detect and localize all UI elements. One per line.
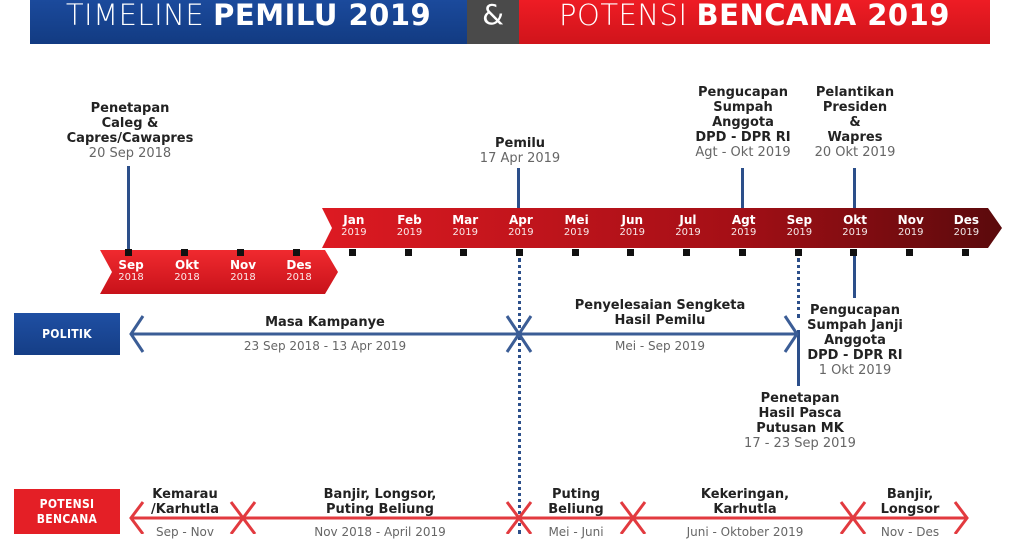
dotted-line-september	[797, 258, 800, 318]
event-date: Agt - Okt 2019	[695, 145, 791, 160]
tick-apr-2019	[516, 249, 523, 256]
connector-line-okt	[853, 256, 856, 298]
bencana-segment-banjir: Banjir,Longsor	[880, 487, 940, 517]
title-timeline-pemilu: TIMELINE PEMILU 2019	[30, 0, 467, 44]
event-penetapan-caleg: Penetapan Caleg & Capres/Cawapres 20 Sep…	[55, 101, 205, 161]
connector-line	[127, 166, 130, 252]
title-right-bold: BENCANA 2019	[696, 0, 950, 32]
bencana-segment-date: Sep - Nov	[156, 525, 214, 539]
title-potensi-bencana: POTENSI BENCANA 2019	[519, 0, 990, 44]
tick-jan-2019	[349, 249, 356, 256]
tick-des-2019	[962, 249, 969, 256]
politik-segment-date: Mei - Sep 2019	[615, 339, 705, 353]
event-date: 20 Okt 2019	[814, 145, 896, 160]
tick-sep-2018	[125, 249, 132, 256]
dotted-line-april	[518, 258, 521, 534]
tick-des-2018	[293, 249, 300, 256]
bencana-segment-banjir-longsor: Banjir, Longsor,Puting Beliung	[323, 487, 437, 517]
politik-arrows	[129, 315, 799, 353]
event-date: 17 Apr 2019	[479, 151, 561, 166]
event-pengucapan-sumpah: Pengucapan Sumpah Anggota DPD - DPR RI A…	[683, 85, 803, 160]
bencana-segment-date: Mei - Juni	[548, 525, 604, 539]
event-pelantikan-presiden: Pelantikan Presiden & Wapres 20 Okt 2019	[800, 85, 910, 160]
connector-line	[853, 168, 856, 210]
tick-mar-2019	[460, 249, 467, 256]
politik-label: POLITIK	[14, 313, 120, 355]
ribbon-2019	[322, 208, 1002, 248]
tick-agt-2019	[739, 249, 746, 256]
tick-mei-2019	[572, 249, 579, 256]
event-pemilu: Pemilu 17 Apr 2019	[460, 136, 580, 166]
bencana-segment-date: Nov 2018 - April 2019	[314, 525, 446, 539]
title-ampersand: &	[467, 0, 519, 44]
tick-sep-2019	[795, 249, 802, 256]
connector-line	[741, 168, 744, 210]
bencana-arrows	[129, 501, 969, 534]
ribbon-2018	[100, 250, 338, 294]
event-date: 17 - 23 Sep 2019	[744, 436, 856, 451]
event-penetapan-hasil-mk: Penetapan Hasil Pasca Putusan MK 17 - 23…	[735, 391, 865, 451]
connector-line	[517, 168, 520, 210]
title-left-light: TIMELINE	[65, 0, 205, 32]
bencana-segment-kemarau: Kemarau/Karhutla	[151, 487, 219, 517]
tick-nov-2019	[906, 249, 913, 256]
event-date: 1 Okt 2019	[818, 363, 892, 378]
tick-jun-2019	[627, 249, 634, 256]
politik-segment-title: Masa Kampanye	[265, 315, 385, 330]
tick-jul-2019	[683, 249, 690, 256]
event-sumpah-janji: Pengucapan Sumpah Janji Anggota DPD - DP…	[795, 303, 915, 378]
bencana-segment-date: Nov - Des	[880, 525, 940, 539]
event-date: 20 Sep 2018	[88, 146, 172, 161]
tick-nov-2018	[237, 249, 244, 256]
connector-line-sep	[797, 330, 800, 386]
tick-feb-2019	[405, 249, 412, 256]
tick-okt-2019	[850, 249, 857, 256]
politik-segment-date: 23 Sep 2018 - 13 Apr 2019	[243, 339, 407, 353]
tick-okt-2018	[181, 249, 188, 256]
title-left-bold: PEMILU 2019	[213, 0, 432, 32]
bencana-segment-date: Juni - Oktober 2019	[686, 525, 804, 539]
title-right-light: POTENSI	[559, 0, 688, 32]
bencana-segment-kekeringan: Kekeringan,Karhutla	[700, 487, 790, 517]
